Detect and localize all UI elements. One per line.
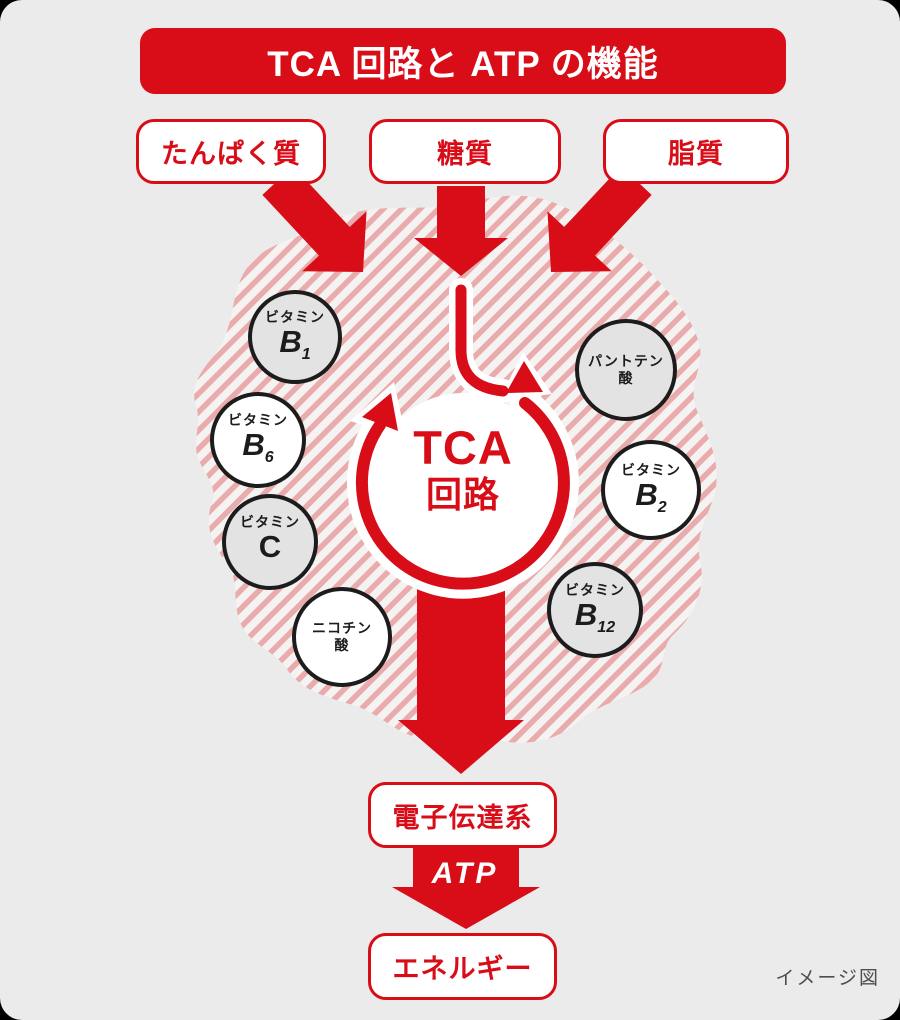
source-box-fat: 脂質 <box>603 119 789 184</box>
source-box-carbohydrate: 糖質 <box>369 119 561 184</box>
tca-ring <box>346 278 579 599</box>
source-label: 糖質 <box>437 139 493 169</box>
electron-transport-chain-box: 電子伝達系 <box>368 782 557 848</box>
source-box-protein: たんぱく質 <box>136 119 326 184</box>
atp-label: ATP <box>431 857 499 890</box>
page-title: TCA 回路と ATP の機能 <box>267 44 659 84</box>
source-label: 脂質 <box>668 139 724 169</box>
fat-arrow <box>547 166 652 272</box>
atp-arrow <box>392 845 540 929</box>
cofactor-vitamin-b2: ビタミン B2 <box>601 440 701 540</box>
tca-cycle-label: TCA 回路 <box>413 421 513 515</box>
cofactor-vitamin-b6: ビタミン B6 <box>210 392 306 488</box>
image-caption: イメージ図 <box>775 968 880 989</box>
cofactor-pantothenic-acid: パントテン 酸 <box>575 319 677 421</box>
source-label: たんぱく質 <box>161 139 301 169</box>
feeder-arrow <box>455 284 543 397</box>
protein-arrow <box>262 166 367 272</box>
cofactor-vitamin-b1: ビタミン B1 <box>248 290 342 384</box>
cofactor-vitamin-c: ビタミン C <box>222 494 318 590</box>
sugar-arrow <box>414 186 508 276</box>
cofactor-nicotinic-acid: ニコチン 酸 <box>292 587 392 687</box>
cofactor-vitamin-b12: ビタミン B12 <box>547 562 643 658</box>
energy-box: エネルギー <box>368 933 557 1000</box>
ring-arrowhead <box>362 393 398 431</box>
title-banner: TCA 回路と ATP の機能 <box>140 28 786 94</box>
